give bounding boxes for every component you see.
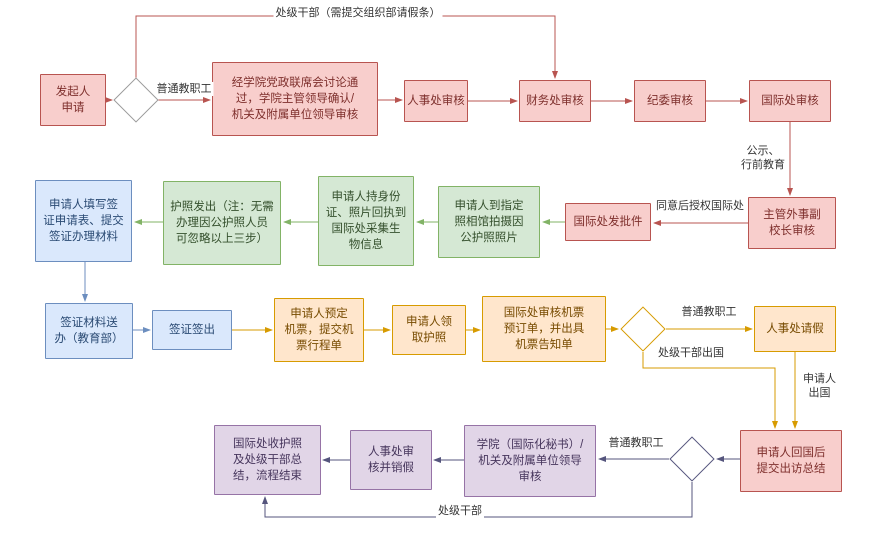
node-college-secretary-review: 学院（国际化秘书）/ 机关及附属单位领导 审核	[464, 425, 596, 497]
edge-label-cadre-return: 处级干部	[436, 504, 484, 519]
edge-label-authorize-intl: 同意后授权国际处	[654, 199, 746, 214]
node-ticket-review: 国际处审核机票 预订单，并出具 机票告知单	[482, 296, 606, 362]
node-intl-office-review: 国际处审核	[749, 80, 831, 122]
node-return-summary: 申请人回国后 提交出访总结	[740, 430, 842, 492]
node-book-flight: 申请人预定 机票，提交机 票行程单	[274, 298, 364, 362]
edge-label-applicant-abroad: 申请人 出国	[801, 372, 838, 401]
node-hr-cancel-leave: 人事处审 核并销假	[350, 430, 432, 490]
node-intl-office-approval: 国际处发批件	[565, 203, 651, 241]
node-hr-leave-request: 人事处请假	[754, 306, 836, 352]
edge-label-ordinary-staff-1: 普通教职工	[154, 82, 214, 97]
edge-label-ordinary-staff-3: 普通教职工	[606, 436, 666, 451]
node-passport-issued: 护照发出（注：无需 办理因公护照人员 可忽略以上三步）	[163, 181, 281, 265]
node-finance-review: 财务处审核	[519, 80, 591, 122]
node-visa-issued: 签证签出	[152, 310, 232, 350]
node-initiator-apply: 发起人 申请	[40, 74, 106, 126]
node-vp-foreign-affairs-review: 主管外事副 校长审核	[748, 197, 836, 249]
node-hr-review: 人事处审核	[404, 80, 468, 122]
edge-label-cadre-top-bypass: 处级干部（需提交组织部请假条）	[273, 6, 443, 21]
edge-label-cadre-abroad: 处级干部出国	[656, 346, 726, 361]
node-discipline-review: 纪委审核	[634, 80, 706, 122]
node-process-end: 国际处收护照 及处级干部总 结，流程结束	[214, 425, 321, 495]
node-visa-form-fill: 申请人填写签 证申请表、提交 签证办理材料	[35, 180, 132, 262]
edge-label-publicity-pretrip: 公示、 行前教育	[739, 144, 787, 173]
node-college-joint-review: 经学院党政联席会讨论通 过，学院主管领导确认/ 机关及附属单位领导审核	[212, 62, 378, 136]
node-biometric-collection: 申请人持身份 证、照片回执到 国际处采集生 物信息	[318, 176, 414, 266]
node-visa-materials-submit: 签证材料送 办（教育部）	[45, 303, 133, 359]
node-collect-passport: 申请人领 取护照	[392, 305, 466, 355]
edge-label-ordinary-staff-2: 普通教职工	[679, 305, 739, 320]
node-passport-photo: 申请人到指定 照相馆拍摄因 公护照照片	[438, 186, 540, 258]
